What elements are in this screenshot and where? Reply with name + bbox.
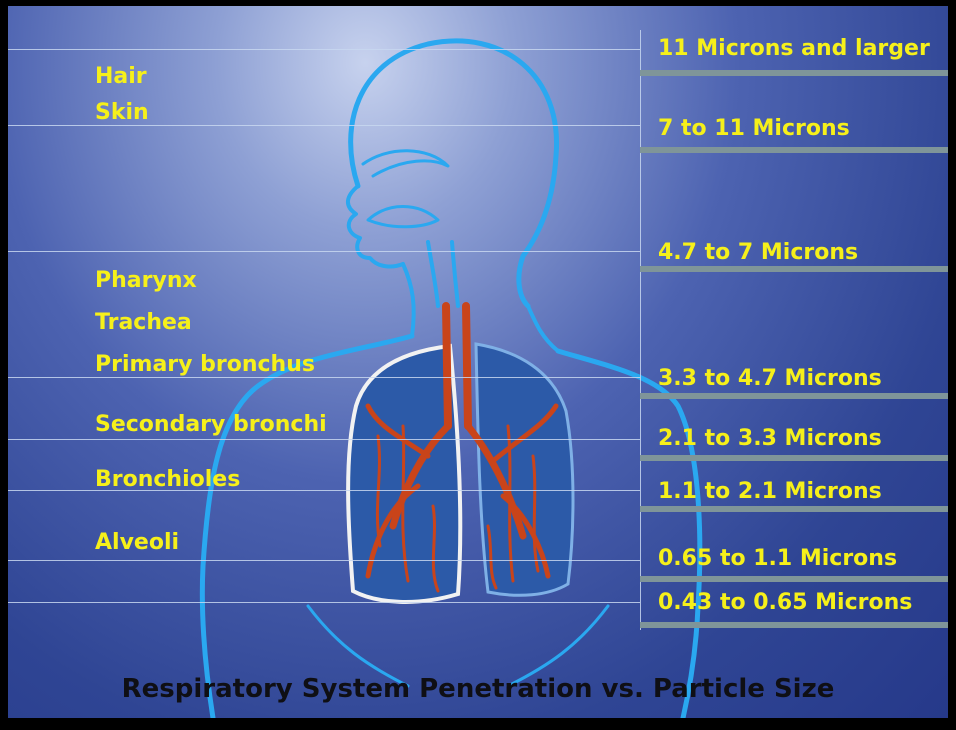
label-skin: Skin <box>95 100 149 126</box>
size-band-line <box>640 622 948 628</box>
divider-line <box>8 49 640 50</box>
neck-left <box>403 264 414 336</box>
slide-title: Respiratory System Penetration vs. Parti… <box>8 672 948 706</box>
torso-right <box>558 351 700 718</box>
size-label: 3.3 to 4.7 Microns <box>658 366 882 392</box>
size-band-line <box>640 455 948 461</box>
nasal-cavity <box>363 151 448 176</box>
neck-right <box>528 306 558 351</box>
size-label: 11 Microns and larger <box>658 36 930 62</box>
size-label: 1.1 to 2.1 Microns <box>658 479 882 505</box>
size-label: 2.1 to 3.3 Microns <box>658 426 882 452</box>
label-trachea: Trachea <box>95 310 192 336</box>
slide: Hair Skin Pharynx Trachea Primary bronch… <box>8 6 948 718</box>
divider-line <box>8 602 640 603</box>
vertical-divider <box>640 30 641 630</box>
label-secondary-bronchi: Secondary bronchi <box>95 412 327 438</box>
size-band-line <box>640 506 948 512</box>
divider-line <box>8 251 640 252</box>
size-label: 0.65 to 1.1 Microns <box>658 546 897 572</box>
divider-line <box>8 439 640 440</box>
size-label: 7 to 11 Microns <box>658 116 850 142</box>
size-band-line <box>640 70 948 76</box>
size-band-line <box>640 147 948 153</box>
label-primary-bronchus: Primary bronchus <box>95 352 315 378</box>
divider-line <box>8 560 640 561</box>
label-pharynx: Pharynx <box>95 268 197 294</box>
label-alveoli: Alveoli <box>95 530 179 556</box>
size-band-line <box>640 266 948 272</box>
label-bronchioles: Bronchioles <box>95 467 240 493</box>
label-hair: Hair <box>95 64 147 90</box>
mouth-cavity <box>368 207 438 227</box>
size-label: 0.43 to 0.65 Microns <box>658 590 912 616</box>
size-band-line <box>640 576 948 582</box>
size-band-line <box>640 393 948 399</box>
size-label: 4.7 to 7 Microns <box>658 240 858 266</box>
